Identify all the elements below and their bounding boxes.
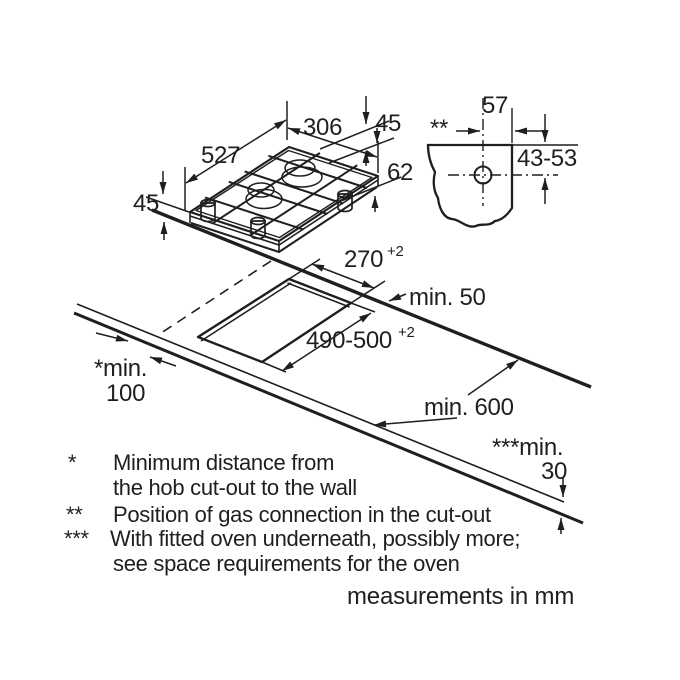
dim-line-306 [287,127,378,158]
cutout-dimensions: 270 +2 min. 50 490-500 +2 *min. 100 min.… [94,243,567,534]
footnote-marker: ** [66,502,83,527]
dim-label-490-500-tolerance: +2 [398,324,415,341]
gas-position-marker: ** [430,115,448,142]
ext-line [328,137,395,164]
hob-isometric-view [188,145,380,254]
worktop-front-edge-bottom [73,311,584,525]
cutout-corner-piece [426,143,514,228]
footnote-marker: * [68,450,77,475]
cutout-rim [287,282,350,308]
dim-label-527: 527 [201,142,240,169]
burner-small [245,182,283,210]
cutout-edge-extension-dashed [157,260,272,336]
ext-line [350,280,386,304]
dim-label-306: 306 [303,114,342,141]
leader-arrow [373,417,458,428]
label-min-30-line1: ***min. [492,434,563,461]
leader-arrow [388,293,407,302]
ext-line [350,302,376,313]
worktop-cutout-view [73,208,592,525]
ext-line [340,176,402,202]
label-min-30-value: 30 [541,458,567,485]
dim-arrow [95,332,129,342]
hob-inner-rim [195,149,373,239]
footnote-text: Minimum distance from [113,450,334,475]
label-min-100-value: 100 [106,380,145,407]
hob-foot-left [200,198,216,223]
hob-foot-right [337,189,353,213]
leader-arrow [467,359,519,396]
ext-line [145,196,190,213]
hob-dimensions: 527 306 45 62 45 [133,96,413,240]
worktop-rear-edge [151,208,592,389]
dim-label-45-top: 45 [375,110,401,137]
label-min-50: min. 50 [409,284,486,311]
gas-connection-detail: ** 57 43-53 [426,92,578,228]
label-min-100-line1: *min. [94,355,147,382]
gas-connection-point [473,165,493,185]
dim-line-270 [311,263,375,289]
label-min-600: min. 600 [424,394,514,421]
footnote-text: Position of gas connection in the cut-ou… [113,502,491,527]
dim-label-57: 57 [482,92,508,119]
footnote-text: the hob cut-out to the wall [113,475,357,500]
dim-label-43-53: 43-53 [517,145,577,172]
dim-arrow [149,356,177,367]
footnote-text: see space requirements for the oven [113,551,460,576]
dim-label-62: 62 [387,159,413,186]
dim-line-527 [185,119,287,184]
units-note: measurements in mm [347,583,574,610]
dim-label-270: 270 [344,246,383,273]
footnotes: * Minimum distance from the hob cut-out … [64,450,521,576]
hob-frame [188,145,380,243]
dim-label-270-tolerance: +2 [387,243,404,260]
worktop-front-edge-top [76,303,565,503]
footnote-text: With fitted oven underneath, possibly mo… [110,526,520,551]
ext-line [288,258,321,280]
dim-line-490-500 [281,312,372,372]
footnote-marker: *** [64,526,90,551]
cutout-rim [200,282,292,342]
ext-line [319,120,390,150]
dim-label-490-500: 490-500 [306,327,392,354]
